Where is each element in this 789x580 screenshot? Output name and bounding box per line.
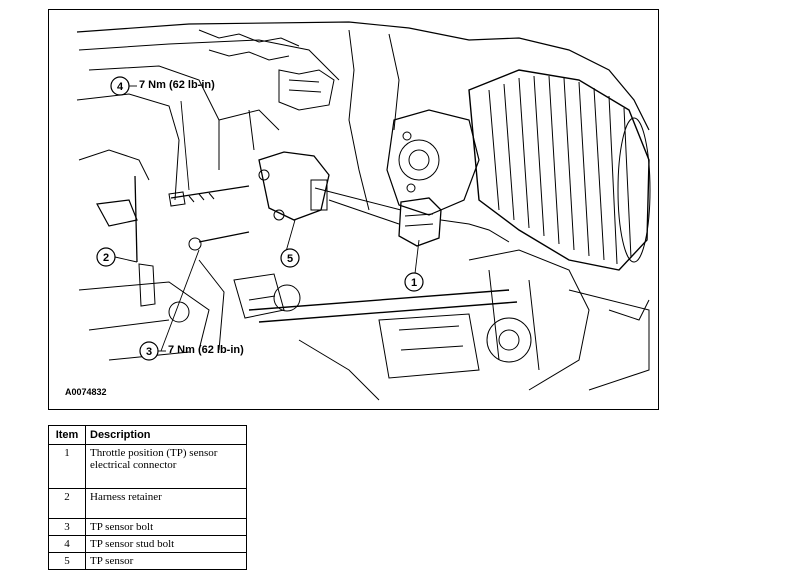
engine-diagram: 4 2 5 1 3 7 Nm (62 lb-in) 7 Nm (62 lb-in… [48,9,659,410]
table-row: 2 Harness retainer [48,488,247,519]
legend-item-description: TP sensor stud bolt [85,535,247,553]
callout-5-number: 5 [287,253,293,265]
legend-item-number: 1 [48,444,86,489]
legend-item-description: TP sensor bolt [85,518,247,536]
legend-header-description: Description [85,425,247,445]
legend-item-description: TP sensor [85,552,247,570]
legend-header-item: Item [48,425,86,445]
legend-item-number: 3 [48,518,86,536]
callout-2-number: 2 [103,252,109,264]
callout-4-torque: 7 Nm (62 lb-in) [139,79,215,91]
legend-item-description: Throttle position (TP) sensor electrical… [85,444,247,489]
callout-4-number: 4 [117,81,124,93]
legend-table: Item Description 1 Throttle position (TP… [48,425,247,570]
table-row: 1 Throttle position (TP) sensor electric… [48,444,247,489]
callout-3-number: 3 [146,346,152,358]
legend-item-number: 4 [48,535,86,553]
callout-1-number: 1 [411,277,417,289]
legend-item-description: Harness retainer [85,488,247,519]
table-row: 4 TP sensor stud bolt [48,535,247,553]
callout-3-torque: 7 Nm (62 lb-in) [168,344,244,356]
legend-item-number: 2 [48,488,86,519]
legend-header-row: Item Description [48,425,247,445]
table-row: 5 TP sensor [48,552,247,570]
figure-id: A0074832 [65,387,107,397]
diagram-drawing: 4 2 5 1 3 [76,21,651,401]
table-row: 3 TP sensor bolt [48,518,247,536]
legend-item-number: 5 [48,552,86,570]
